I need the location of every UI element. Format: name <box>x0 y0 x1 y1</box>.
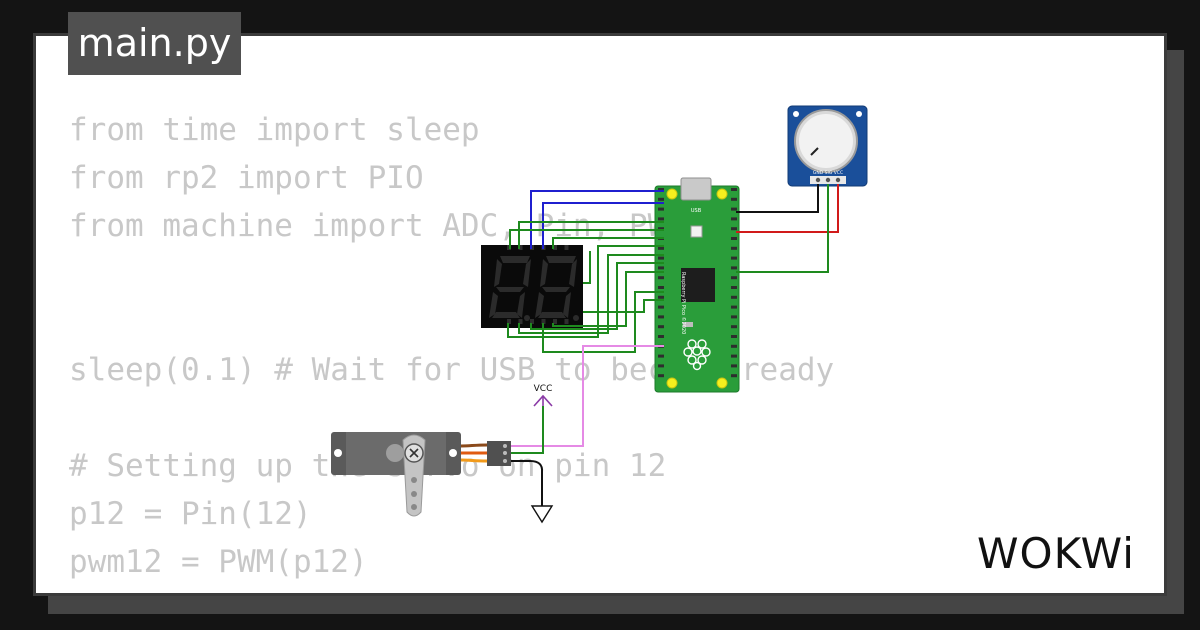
pin <box>553 319 557 324</box>
pin <box>530 319 534 324</box>
code-line: p12 = Pin(12) <box>69 496 312 532</box>
pot-pointer <box>810 147 819 156</box>
code-line: from machine import ADC, Pin, PWM <box>69 208 685 244</box>
pin <box>731 364 737 368</box>
code-line: pwm12.freq(50) <box>69 586 834 593</box>
code-line: from time import sleep <box>69 112 480 148</box>
pin <box>731 286 737 289</box>
pin <box>731 207 737 211</box>
usb-label: USB <box>691 208 702 214</box>
file-tab[interactable]: main.py <box>68 12 241 75</box>
pin <box>731 256 737 260</box>
pin <box>658 354 664 358</box>
pin <box>731 237 737 240</box>
seven-segment-display[interactable] <box>481 245 583 328</box>
pin <box>518 319 523 324</box>
pin <box>658 286 664 289</box>
pin <box>731 344 737 348</box>
pico-pin-row-left <box>658 188 664 378</box>
servo-motor[interactable] <box>331 432 511 517</box>
pin <box>658 325 664 329</box>
pin <box>731 266 737 270</box>
raspberry-logo-icon <box>683 339 711 371</box>
pin <box>658 188 664 191</box>
pin <box>658 305 664 309</box>
pin <box>731 188 737 191</box>
pin <box>731 295 737 299</box>
pin <box>507 319 511 324</box>
potentiometer[interactable]: GND SIG VCC <box>787 105 868 187</box>
raspberry-pi-pico[interactable]: USB Raspberry Pi Pico ©2020 <box>654 177 740 393</box>
pin <box>658 227 664 231</box>
pico-model-label: Raspberry Pi Pico ©2020 <box>680 272 687 334</box>
pin <box>518 245 523 250</box>
pin <box>731 217 737 221</box>
pin <box>658 266 664 270</box>
pin <box>658 246 664 250</box>
pin <box>731 374 737 378</box>
wires <box>507 184 839 506</box>
pot-pins-label: GND SIG VCC <box>813 170 843 176</box>
display-pin-row-bottom <box>507 319 569 324</box>
pin <box>658 295 664 299</box>
pin <box>658 335 664 338</box>
pin <box>731 246 737 250</box>
pin <box>564 319 569 324</box>
code-view: from time import sleep from rp2 import P… <box>69 106 834 593</box>
digit-segments <box>489 256 579 321</box>
pin <box>553 245 557 250</box>
wokwi-logo-text: WOKWi <box>977 529 1135 578</box>
pin <box>658 374 664 378</box>
pico-pin-row-right <box>731 188 737 378</box>
pin <box>731 325 737 329</box>
pin <box>731 197 737 201</box>
servo-screw-icon <box>409 448 419 458</box>
pin <box>658 364 664 368</box>
vcc-label: VCC <box>534 384 553 394</box>
pin <box>658 256 664 260</box>
pin <box>658 276 664 280</box>
pin <box>731 315 737 319</box>
preview-card: from time import sleep from rp2 import P… <box>33 33 1167 596</box>
code-line: pwm12 = PWM(p12) <box>69 544 368 580</box>
pin <box>731 305 737 309</box>
pin <box>731 354 737 358</box>
ground-symbol-icon <box>530 505 554 524</box>
pin <box>658 197 664 201</box>
pin <box>541 319 546 324</box>
pin <box>731 335 737 338</box>
pin <box>731 276 737 280</box>
pin <box>658 207 664 211</box>
pin <box>658 315 664 319</box>
pin <box>564 245 569 250</box>
pin <box>658 217 664 221</box>
wokwi-logo: WOKWi <box>977 529 1135 578</box>
servo-connector <box>487 441 511 466</box>
code-line: from rp2 import PIO <box>69 160 424 196</box>
usb-port-icon <box>680 177 712 201</box>
pin <box>731 227 737 231</box>
